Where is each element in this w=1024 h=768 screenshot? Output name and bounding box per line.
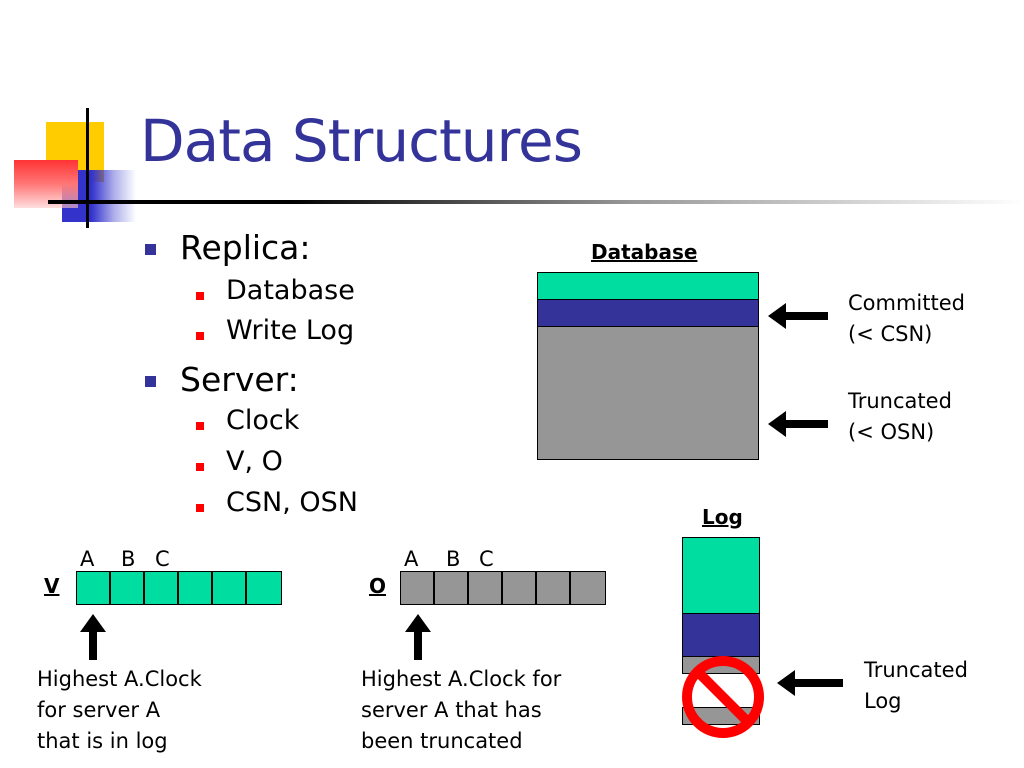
v-col-b: B [121,547,136,571]
o-caption-line-3: been truncated [361,729,523,753]
o-cell [400,571,434,605]
o-cell [536,571,570,605]
truncated-log-line-2: Log [864,689,902,713]
v-cell [76,571,110,605]
database-blue-band [538,300,758,327]
committed-line-2: (< CSN) [848,322,933,346]
bullet-marker [196,422,204,430]
page-title: Data Structures [140,107,583,175]
title-rule [48,200,1024,204]
o-caption: Highest A.Clock for server A that has be… [361,664,561,757]
bullet-marker [145,376,156,387]
decor-vertical-line [86,108,89,228]
no-entry-icon [680,654,766,740]
o-col-a: A [404,547,419,571]
o-col-c: C [479,547,494,571]
database-label: Database [591,240,698,264]
truncated-line-2: (< OSN) [848,420,935,444]
v-cell [144,571,178,605]
committed-arrow-icon [768,301,830,331]
v-caption: Highest A.Clock for server A that is in … [37,664,202,757]
database-teal-band [538,273,758,300]
v-col-a: A [80,547,95,571]
o-cell [570,571,606,605]
v-up-arrow-icon [78,614,108,660]
o-caption-line-1: Highest A.Clock for [361,667,562,691]
bullet-v-o: V, O [226,446,283,477]
v-caption-line-3: that is in log [37,729,168,753]
o-col-b: B [446,547,461,571]
truncated-arrow-icon [768,409,830,439]
bullet-marker [145,244,156,255]
bullet-replica: Replica: [180,228,311,267]
bullet-marker [196,292,204,300]
committed-line-1: Committed [848,291,965,315]
v-cell [212,571,246,605]
v-caption-line-1: Highest A.Clock [37,667,202,691]
bullet-marker [196,504,204,512]
log-label: Log [702,505,743,529]
truncated-line-1: Truncated [848,389,952,413]
log-blue-band [682,613,760,657]
bullet-write-log: Write Log [226,315,355,346]
v-label: V [44,574,60,598]
v-cell [110,571,144,605]
bullet-csn-osn: CSN, OSN [226,487,358,518]
truncated-log-line-1: Truncated [864,658,968,682]
o-label: O [369,574,387,598]
bullet-marker [196,463,204,471]
bullet-clock: Clock [226,405,300,436]
v-caption-line-2: for server A [37,698,161,722]
log-teal-band [682,537,760,614]
truncated-log-arrow-icon [777,668,845,698]
o-cell [502,571,536,605]
v-col-c: C [155,547,170,571]
bullet-database: Database [226,275,355,306]
bullet-server: Server: [180,360,299,399]
database-box [537,272,759,460]
truncated-label: Truncated (< OSN) [848,386,952,448]
o-caption-line-2: server A that has [361,698,542,722]
o-cell [468,571,502,605]
v-cell [178,571,212,605]
o-up-arrow-icon [403,614,433,660]
committed-label: Committed (< CSN) [848,288,965,350]
o-cell [434,571,468,605]
v-cell [246,571,282,605]
o-vector [400,571,606,605]
truncated-log-label: Truncated Log [864,655,968,717]
v-vector [76,571,282,605]
bullet-marker [196,332,204,340]
